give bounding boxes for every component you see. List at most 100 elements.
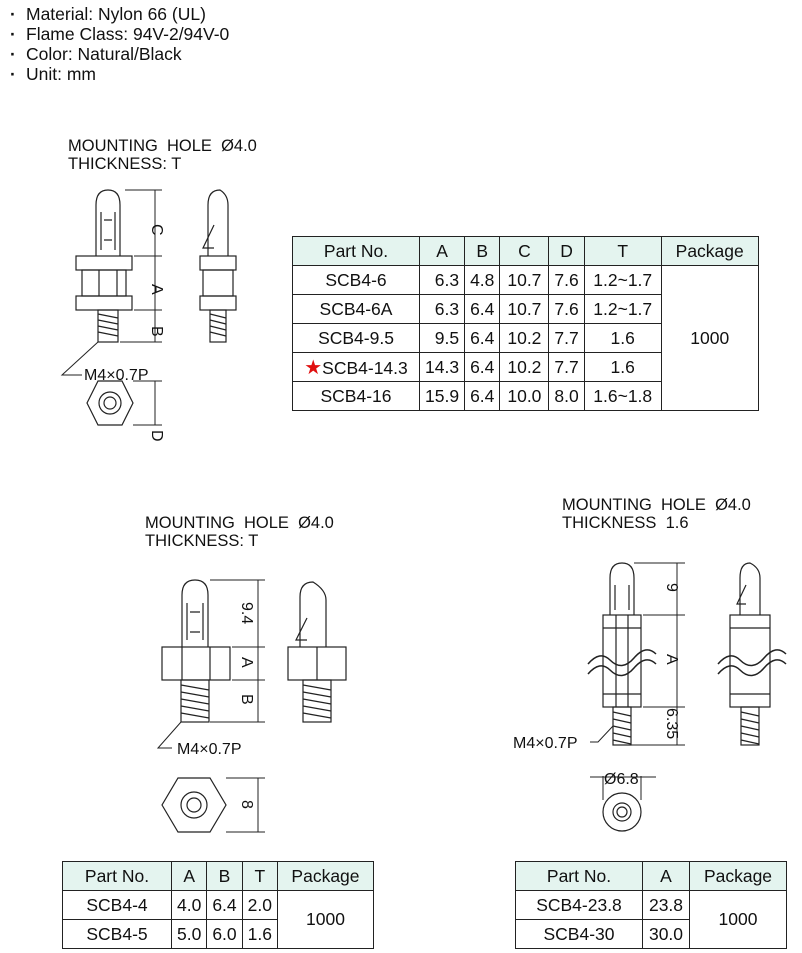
diagram1-side-view bbox=[199, 189, 237, 343]
table-row: SCB4-6 6.3 4.8 10.7 7.6 1.2~1.7 1000 bbox=[292, 265, 759, 411]
cell-c: 10.0 bbox=[499, 381, 550, 411]
diagram2-dimension-lines bbox=[156, 579, 265, 833]
diagram3-dimension-lines bbox=[590, 562, 685, 800]
cell-d: 8.0 bbox=[548, 381, 585, 411]
diagram1-thickness-note: THICKNESS: T bbox=[68, 155, 182, 173]
cell-part: SCB4-5 bbox=[62, 919, 172, 949]
cell-a: 5.0 bbox=[170, 919, 208, 949]
thread-label-3: M4×0.7P bbox=[513, 735, 577, 752]
cell-part: SCB4-23.8 bbox=[515, 890, 643, 920]
table-header-row: Part No. A B T Package bbox=[62, 861, 374, 891]
table-row: SCB4-16 15.9 6.4 10.0 8.0 1.6~1.8 bbox=[292, 381, 759, 411]
dim-label-8: 8 bbox=[238, 800, 255, 809]
cell-t: 1.6 bbox=[583, 323, 662, 353]
dim-label-b: B bbox=[148, 326, 165, 337]
cell-b: 6.4 bbox=[206, 890, 243, 920]
table-row: SCB4-4 4.0 6.4 2.0 1000 bbox=[62, 890, 374, 949]
col-header-b: B bbox=[464, 236, 501, 266]
col-header-part-no: Part No. bbox=[292, 236, 420, 266]
cell-part: SCB4-6 bbox=[292, 265, 420, 295]
spec-list: Material: Nylon 66 (UL) Flame Class: 94V… bbox=[8, 4, 229, 84]
col-header-a: A bbox=[170, 861, 208, 891]
cell-part-text: SCB4-14.3 bbox=[322, 357, 408, 378]
dim-label-b2: B bbox=[238, 694, 255, 705]
table-header-row: Part No. A B C D T Package bbox=[292, 236, 759, 266]
cell-b: 6.4 bbox=[464, 352, 501, 382]
diagram2-hex-view bbox=[161, 777, 227, 833]
dim-label-6-35: 6.35 bbox=[663, 708, 680, 739]
col-header-b: B bbox=[206, 861, 243, 891]
dim-label-d: D bbox=[148, 430, 165, 442]
cell-d: 7.7 bbox=[548, 352, 585, 382]
cell-part: SCB4-6A bbox=[292, 294, 420, 324]
dim-label-9: 9 bbox=[663, 583, 680, 592]
cell-part: SCB4-30 bbox=[515, 919, 643, 949]
diagram2-hole-note: MOUNTING HOLE Ø4.0 bbox=[145, 514, 334, 532]
col-header-c: C bbox=[499, 236, 550, 266]
cell-c: 10.2 bbox=[499, 323, 550, 353]
spec-unit: Unit: mm bbox=[8, 64, 229, 84]
col-header-package: Package bbox=[689, 861, 787, 891]
table-row: SCB4-30 30.0 bbox=[515, 919, 787, 949]
cell-d: 7.6 bbox=[548, 294, 585, 324]
cell-b: 4.8 bbox=[464, 265, 501, 295]
cell-b: 6.4 bbox=[464, 323, 501, 353]
diagram1-hex-view bbox=[86, 380, 134, 426]
cell-t: 2.0 bbox=[241, 890, 278, 920]
spec-table-2: Part No. A B T Package SCB4-4 4.0 6.4 2.… bbox=[62, 861, 374, 949]
spec-color: Color: Natural/Black bbox=[8, 44, 229, 64]
cell-a: 4.0 bbox=[170, 890, 208, 920]
diagram1-dimension-lines bbox=[60, 189, 162, 426]
col-header-t: T bbox=[583, 236, 662, 266]
cell-a: 6.3 bbox=[418, 265, 466, 295]
cell-c: 10.7 bbox=[499, 294, 550, 324]
cell-part-starred: ★SCB4-14.3 bbox=[292, 352, 420, 382]
diagram3-front-view bbox=[587, 562, 657, 746]
dim-label-diameter: Ø6.8 bbox=[604, 771, 639, 788]
cell-t: 1.6 bbox=[241, 919, 278, 949]
col-header-package: Package bbox=[660, 236, 759, 266]
cell-d: 7.7 bbox=[548, 323, 585, 353]
diagram3-thickness-note: THICKNESS 1.6 bbox=[562, 514, 689, 532]
spec-flame-class: Flame Class: 94V-2/94V-0 bbox=[8, 24, 229, 44]
cell-b: 6.4 bbox=[464, 294, 501, 324]
col-header-t: T bbox=[241, 861, 278, 891]
cell-a: 30.0 bbox=[642, 919, 690, 949]
cell-t: 1.2~1.7 bbox=[583, 265, 662, 295]
col-header-a: A bbox=[418, 236, 466, 266]
dim-label-a3: A bbox=[663, 654, 680, 665]
cell-part: SCB4-16 bbox=[292, 381, 420, 411]
cell-b: 6.4 bbox=[464, 381, 501, 411]
cell-a: 6.3 bbox=[418, 294, 466, 324]
col-header-d: D bbox=[548, 236, 585, 266]
cell-package: 1000 bbox=[660, 265, 759, 411]
cell-c: 10.7 bbox=[499, 265, 550, 295]
dim-label-a: A bbox=[148, 284, 165, 295]
cell-c: 10.2 bbox=[499, 352, 550, 382]
cell-a: 23.8 bbox=[642, 890, 690, 920]
cell-a: 14.3 bbox=[418, 352, 466, 382]
star-icon: ★ bbox=[304, 356, 323, 379]
cell-package: 1000 bbox=[276, 890, 374, 949]
diagram3-round-view bbox=[602, 792, 642, 832]
dim-label-a2: A bbox=[238, 657, 255, 668]
cell-a: 9.5 bbox=[418, 323, 466, 353]
cell-t: 1.2~1.7 bbox=[583, 294, 662, 324]
cell-t: 1.6~1.8 bbox=[583, 381, 662, 411]
table-row: SCB4-23.8 23.8 1000 bbox=[515, 890, 787, 949]
dim-label-9-4: 9.4 bbox=[238, 602, 255, 624]
table-row: SCB4-5 5.0 6.0 1.6 bbox=[62, 919, 374, 949]
cell-part: SCB4-9.5 bbox=[292, 323, 420, 353]
diagram2-thickness-note: THICKNESS: T bbox=[145, 532, 259, 550]
table-header-row: Part No. A Package bbox=[515, 861, 787, 891]
diagram2-side-view bbox=[287, 581, 347, 723]
spec-table-3: Part No. A Package SCB4-23.8 23.8 1000 S… bbox=[515, 861, 787, 949]
diagram3-side-view bbox=[717, 562, 787, 746]
col-header-part-no: Part No. bbox=[515, 861, 643, 891]
dim-label-c: C bbox=[148, 224, 165, 236]
spec-material: Material: Nylon 66 (UL) bbox=[8, 4, 229, 24]
cell-b: 6.0 bbox=[206, 919, 243, 949]
col-header-package: Package bbox=[276, 861, 374, 891]
table-row: ★SCB4-14.3 14.3 6.4 10.2 7.7 1.6 bbox=[292, 352, 759, 382]
